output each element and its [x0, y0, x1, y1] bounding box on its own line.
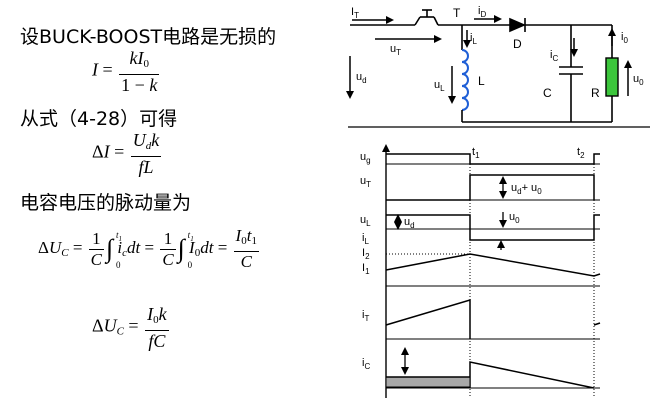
label-resistor: R	[591, 86, 600, 100]
wave-ug	[386, 153, 600, 165]
label-inductor: L	[478, 74, 485, 88]
label-switch: T	[453, 6, 461, 20]
label-uL-wave: uL	[360, 214, 371, 228]
label-iT-wave: iT	[362, 309, 369, 323]
waveform-diagram	[348, 126, 650, 398]
label-iL: iL	[470, 32, 477, 46]
label-diode: D	[513, 37, 522, 51]
circuit-diagram	[350, 9, 613, 123]
ripple-heading: 电容电压的脉动量为	[20, 192, 192, 214]
diode-symbol	[509, 17, 527, 33]
label-iC: iC	[550, 49, 558, 63]
label-I2: I2	[362, 247, 370, 261]
label-uT: uT	[390, 43, 401, 57]
wave-uL	[386, 214, 600, 241]
label-ud: ud	[356, 71, 367, 85]
label-iL-wave: iL	[362, 232, 369, 246]
label-iD: iD	[478, 5, 486, 19]
label-iC-wave: iC	[362, 357, 370, 371]
label-ud-plus-u0: ud+ u0	[511, 182, 542, 196]
label-i0: i0	[621, 31, 628, 45]
label-t2: t2	[577, 146, 585, 160]
switch-transistor	[414, 9, 439, 26]
resistor-symbol	[605, 57, 619, 97]
iC-negative-fill	[385, 376, 471, 388]
label-capacitor: C	[543, 86, 552, 100]
label-uL: uL	[434, 79, 445, 93]
wave-iT	[385, 298, 471, 339]
label-ug: ug	[360, 151, 371, 165]
intro-text: 设BUCK-BOOST电路是无损的	[20, 26, 277, 48]
from-formula-text: 从式（4-28）可得	[20, 108, 178, 130]
label-ud-wave: ud	[404, 216, 415, 230]
inductor-coil	[461, 49, 469, 111]
capacitor-symbol	[559, 66, 583, 75]
wave-iL	[385, 253, 601, 277]
label-I1: I1	[362, 262, 370, 276]
wave-uT	[386, 174, 595, 201]
wave-iC	[469, 361, 595, 389]
label-uT-wave: uT	[360, 175, 371, 189]
label-u0-wave: u0	[509, 211, 520, 225]
label-u0: u0	[633, 73, 644, 87]
label-t1: t1	[472, 146, 480, 160]
label-IT: IT	[351, 6, 359, 20]
